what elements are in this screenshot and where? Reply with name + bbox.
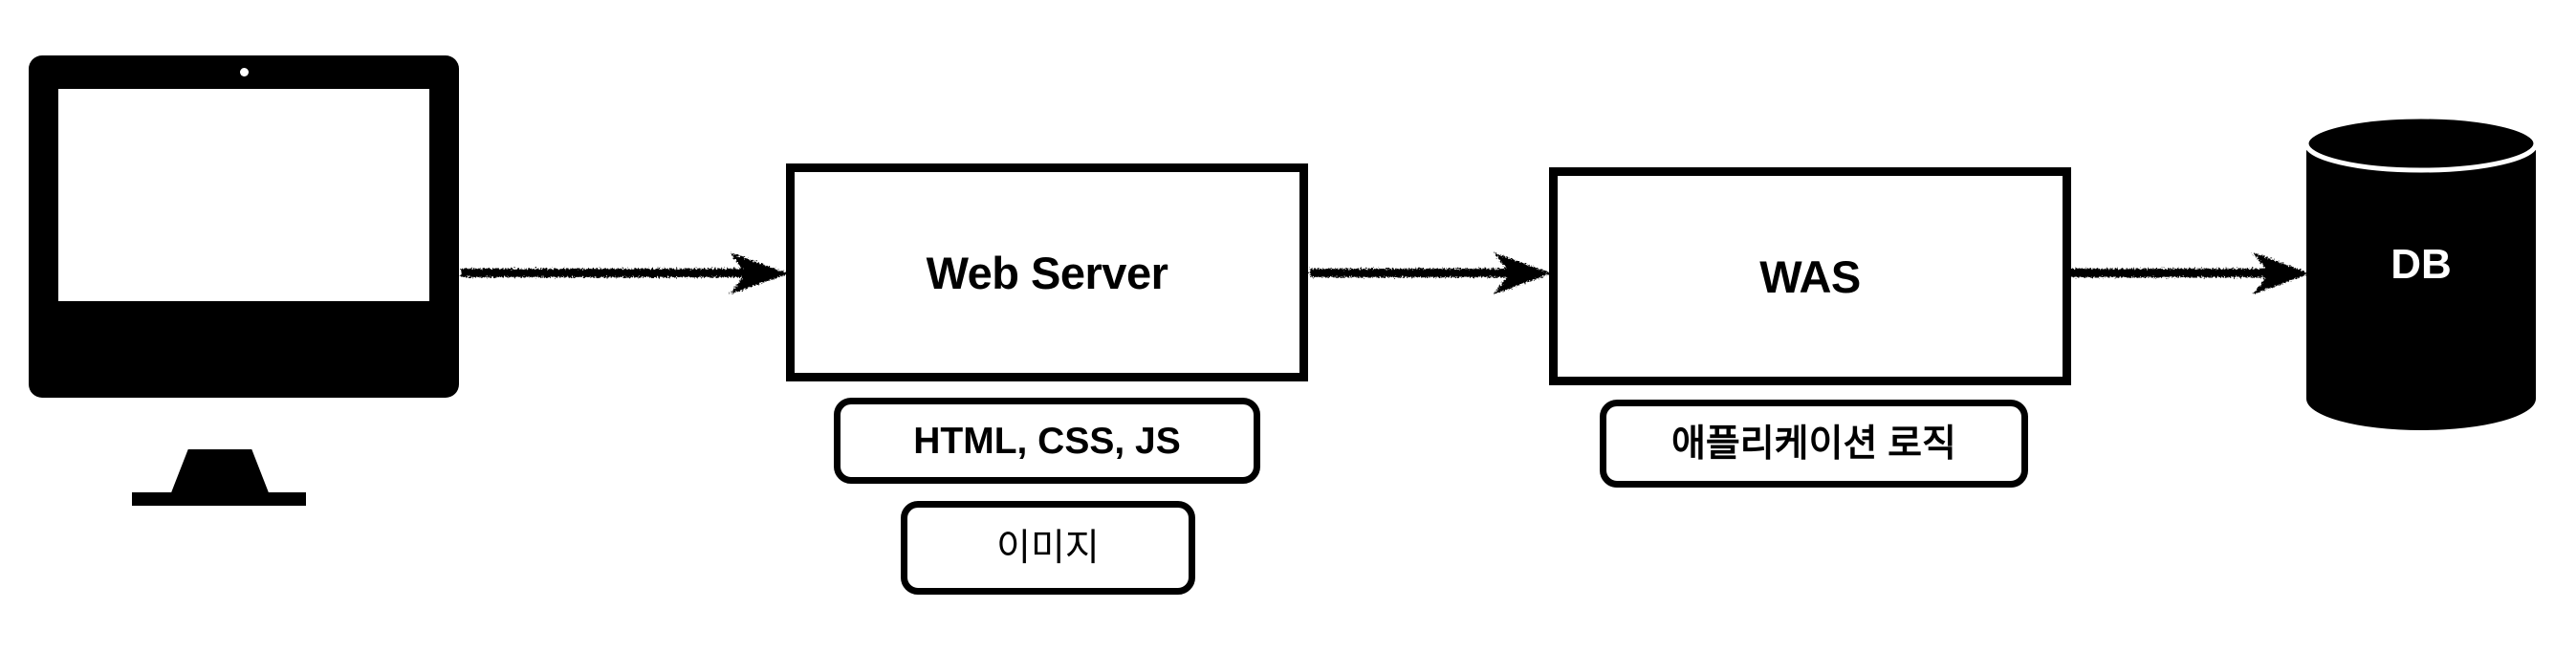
web-server-image-label: 이미지 <box>996 527 1100 569</box>
monitor-stand-neck <box>170 449 270 495</box>
database-node[interactable]: DB <box>2306 117 2536 430</box>
monitor-screen <box>58 89 429 301</box>
was-application-logic-pill[interactable]: 애플리케이션 로직 <box>1600 400 2028 488</box>
was-label: WAS <box>1759 250 1861 302</box>
arrow-web-server-to-was <box>1308 239 1555 306</box>
arrow-was-to-db <box>2067 239 2314 306</box>
was-application-logic-label: 애플리케이션 로직 <box>1671 423 1956 465</box>
client-monitor-icon <box>29 55 459 506</box>
web-server-static-assets-label: HTML, CSS, JS <box>913 420 1181 462</box>
monitor-stand-base <box>132 492 306 506</box>
monitor-camera-icon <box>240 68 249 76</box>
arrow-client-to-web-server <box>459 239 794 306</box>
was-node[interactable]: WAS <box>1549 167 2071 385</box>
web-server-image-pill[interactable]: 이미지 <box>901 501 1195 595</box>
web-server-static-assets-pill[interactable]: HTML, CSS, JS <box>834 398 1260 484</box>
web-server-node[interactable]: Web Server <box>786 163 1308 381</box>
web-server-label: Web Server <box>926 247 1168 298</box>
